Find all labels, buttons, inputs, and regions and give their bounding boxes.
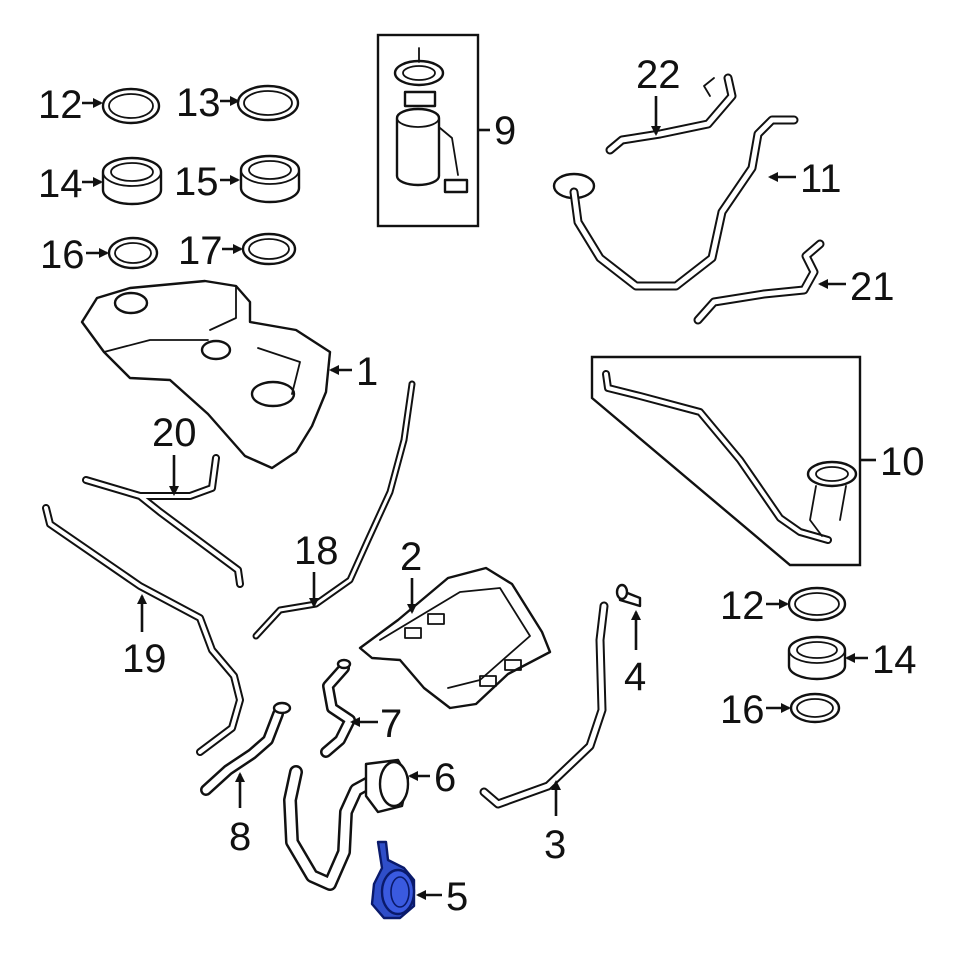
callout-13: 13 — [176, 81, 221, 125]
callout-7: 7 — [380, 702, 402, 746]
callout-14-right: 14 — [872, 638, 917, 682]
lock-ring-15[interactable] — [239, 154, 301, 204]
vent-hose-8[interactable] — [200, 701, 292, 796]
callout-5: 5 — [446, 875, 468, 919]
seal-ring-12[interactable] — [101, 87, 161, 125]
filler-housing-6[interactable] — [364, 758, 410, 814]
callout-9: 9 — [494, 109, 516, 153]
seal-ring-16[interactable] — [107, 236, 159, 270]
filler-pipe[interactable] — [283, 765, 385, 891]
filler-tube-3[interactable] — [479, 601, 609, 809]
callout-8: 8 — [229, 815, 251, 859]
callout-6: 6 — [434, 756, 456, 800]
callout-16: 16 — [40, 233, 85, 277]
callout-1: 1 — [356, 350, 378, 394]
callout-labels: 12 13 14 15 16 17 9 22 11 21 1 10 20 18 … — [38, 53, 925, 919]
fuel-tank-1[interactable] — [80, 279, 332, 470]
callout-12-right: 12 — [720, 584, 765, 628]
sender-assembly-10[interactable] — [602, 370, 858, 544]
strap-19[interactable] — [42, 504, 244, 756]
lock-ring-14[interactable] — [101, 156, 163, 206]
hose-7[interactable] — [320, 658, 356, 758]
callout-17: 17 — [178, 229, 223, 273]
callout-19: 19 — [122, 637, 167, 681]
fuel-pump-module-9[interactable] — [393, 47, 469, 194]
callout-3: 3 — [544, 823, 566, 867]
callout-22: 22 — [636, 53, 681, 97]
vapor-tube-18[interactable] — [252, 380, 416, 640]
seal-ring-17[interactable] — [241, 232, 297, 266]
callout-12: 12 — [38, 83, 83, 127]
fuel-line-21[interactable] — [693, 239, 825, 325]
callout-21: 21 — [850, 265, 895, 309]
sender-assembly-frame — [590, 355, 862, 567]
callout-15: 15 — [174, 160, 219, 204]
grommet-4[interactable] — [615, 583, 642, 608]
callout-4: 4 — [624, 655, 646, 699]
seal-ring-16-right[interactable] — [789, 692, 841, 724]
fuel-line-22[interactable] — [605, 73, 737, 155]
callout-11: 11 — [800, 157, 842, 201]
callout-18: 18 — [294, 529, 339, 573]
lock-ring-14-right[interactable] — [787, 635, 847, 681]
callout-10: 10 — [880, 440, 925, 484]
leader-lines — [82, 96, 876, 900]
fuel-line-11[interactable] — [552, 115, 799, 291]
callout-2: 2 — [400, 535, 422, 579]
strap-20[interactable] — [82, 454, 244, 588]
callout-16-right: 16 — [720, 688, 765, 732]
seal-ring-13[interactable] — [236, 84, 300, 122]
callout-14: 14 — [38, 162, 83, 206]
heat-shield-2[interactable] — [358, 566, 552, 710]
callout-20: 20 — [152, 411, 197, 455]
fuel-cap-5[interactable] — [370, 840, 416, 920]
seal-ring-12-right[interactable] — [787, 586, 847, 622]
